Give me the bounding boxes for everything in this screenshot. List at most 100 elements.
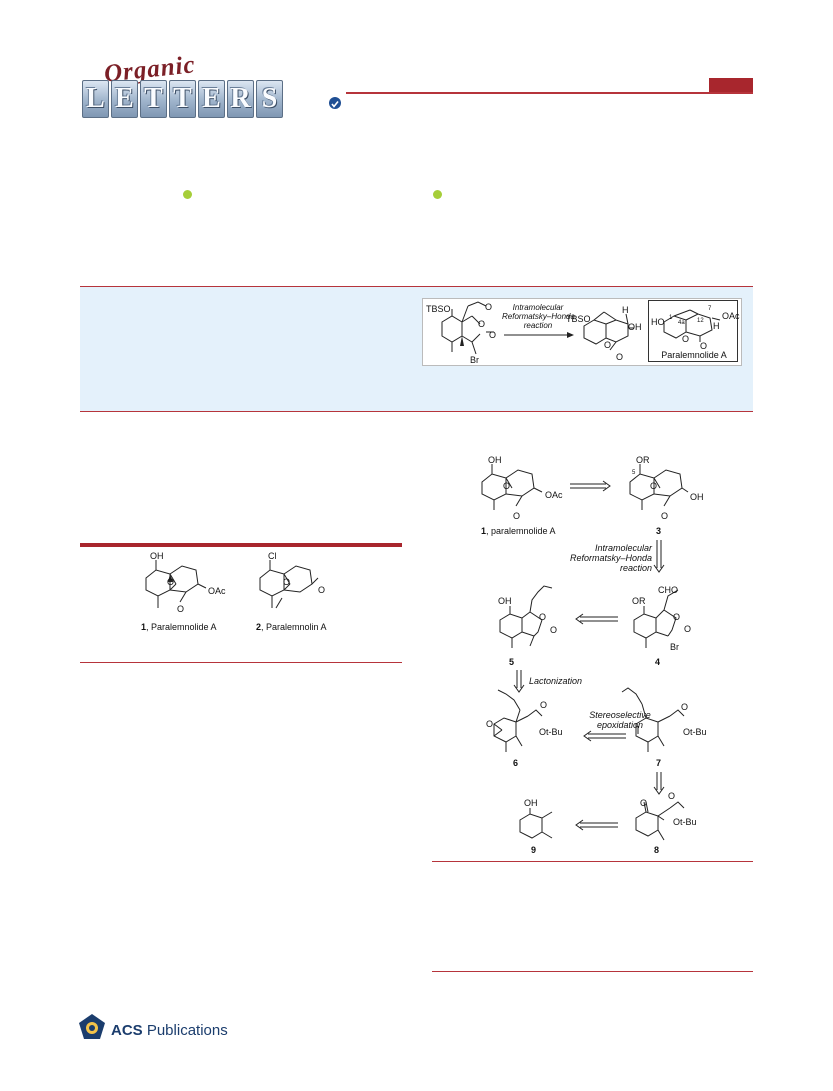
scheme-c1-number: 1 bbox=[481, 526, 487, 536]
scheme-c9-number: 9 bbox=[531, 845, 537, 855]
toc-target-locant: 1 bbox=[669, 315, 673, 321]
toc-product-h-label: H bbox=[622, 305, 629, 315]
toc-target-locant: 12 bbox=[697, 318, 704, 324]
scheme-compound-1-structure bbox=[481, 464, 543, 510]
logo-tile: R bbox=[227, 80, 254, 118]
toc-reactant-carbonyl-o: O bbox=[489, 330, 497, 340]
scheme-step1-text-2: Reformatsky–Honda bbox=[569, 553, 652, 563]
toc-arrow-text-2: Reformatsky–Honda bbox=[502, 312, 575, 321]
scheme-compound-7-structure bbox=[621, 687, 685, 752]
logo-tile: E bbox=[198, 80, 225, 118]
scheme-c5-ring-o: O bbox=[539, 612, 547, 622]
scheme-c4-cho: CHO bbox=[658, 585, 678, 595]
retrosynthetic-arrow bbox=[653, 772, 665, 795]
retrosynthetic-arrow bbox=[513, 670, 525, 693]
abstract-top-rule bbox=[80, 286, 753, 287]
orcid-icon[interactable] bbox=[183, 190, 192, 199]
figure1-bottom-rule bbox=[80, 662, 402, 663]
scheme-c1-oac: OAc bbox=[545, 490, 563, 500]
scheme-c4-or: OR bbox=[632, 596, 646, 606]
logo-tile: S bbox=[256, 80, 283, 118]
logo-tile: T bbox=[140, 80, 167, 118]
figure1-c1-oh: OH bbox=[150, 551, 164, 561]
figure1-c1-ketone-o: O bbox=[177, 604, 185, 614]
toc-reaction-arrow bbox=[504, 332, 574, 338]
scheme-step1-text-3: reaction bbox=[619, 563, 652, 573]
scheme-c7-ester-o: O bbox=[681, 702, 689, 712]
logo-tile: T bbox=[169, 80, 196, 118]
toc-arrow-text-1: Intramolecular bbox=[512, 303, 564, 312]
figure1-c2-name: , Paralemnolin A bbox=[261, 622, 327, 632]
acs-logo-icon bbox=[79, 1014, 105, 1039]
toc-target-box bbox=[648, 300, 738, 362]
scheme-c1-ketone-o: O bbox=[513, 511, 521, 521]
scheme-step2-text: Lactonization bbox=[529, 676, 583, 686]
retrosynthetic-arrow bbox=[570, 480, 611, 492]
toc-target-ho-label: HO bbox=[651, 317, 665, 327]
figure1-c2-number: 2 bbox=[256, 622, 262, 632]
scheme-c4-br: Br bbox=[670, 642, 679, 652]
toc-target-locant: 4a bbox=[678, 320, 685, 326]
toc-target-oac-label: OAc bbox=[722, 311, 740, 321]
scheme-c1-caption: 1, paralemnolide A bbox=[481, 526, 556, 536]
scheme-step3-text-2: epoxidation bbox=[596, 720, 644, 730]
toc-target-structure bbox=[663, 309, 721, 342]
publisher-suffix: Publications bbox=[142, 1022, 228, 1039]
scheme-compound-3-structure bbox=[629, 464, 689, 510]
toc-product-structure bbox=[583, 311, 634, 351]
logo-tile: E bbox=[111, 80, 138, 118]
toc-reactant-ring-o: O bbox=[478, 319, 486, 329]
scheme-c8-ketone-o: O bbox=[640, 798, 648, 808]
figure1-c1-caption: 1, Paralemnolide A bbox=[141, 622, 217, 632]
scheme-c4-number: 4 bbox=[655, 657, 661, 667]
toc-arrow-text-3: reaction bbox=[523, 321, 553, 330]
scheme-step1-text-1: Intramolecular bbox=[594, 543, 652, 553]
toc-target-carbonyl-o: O bbox=[700, 341, 708, 351]
retrosynthetic-arrow bbox=[653, 540, 665, 573]
figure1-c1-bridge-o: O bbox=[167, 577, 175, 587]
retrosynthetic-arrow bbox=[575, 613, 618, 625]
toc-target-name: Paralemnolide A bbox=[661, 350, 727, 360]
toc-reactant-structure bbox=[441, 301, 494, 355]
scheme-c8-otbu: Ot-Bu bbox=[673, 817, 697, 827]
figure1-c1-oac: OAc bbox=[208, 586, 226, 596]
publisher-logo-text[interactable]: ACS Publications bbox=[111, 1022, 228, 1039]
scheme-c3-locant: 5 bbox=[632, 470, 636, 476]
scheme-c3-bridge-o: O bbox=[650, 481, 658, 491]
scheme-compound-6-structure bbox=[493, 689, 543, 752]
abstract-bottom-rule bbox=[80, 411, 753, 412]
scheme-compound-9-structure bbox=[519, 808, 553, 839]
scheme-c3-ketone-o: O bbox=[661, 511, 669, 521]
toc-product-ring-o: O bbox=[604, 340, 612, 350]
journal-logo-tiles: L E T T E R S bbox=[82, 80, 283, 120]
toc-reactant-tbso-label: TBSO bbox=[426, 304, 451, 314]
scheme-c3-oh: OH bbox=[690, 492, 704, 502]
scheme-c3-or: OR bbox=[636, 455, 650, 465]
figure1-c2-caption: 2, Paralemnolin A bbox=[256, 622, 327, 632]
scheme-c4-ketone-o: O bbox=[684, 624, 692, 634]
orcid-icon[interactable] bbox=[433, 190, 442, 199]
figure1-compound-2-structure bbox=[259, 560, 319, 609]
figure1-c2-cl: Cl bbox=[268, 551, 277, 561]
scheme-compound-4-structure bbox=[633, 589, 679, 648]
retrosynthetic-arrow bbox=[575, 819, 618, 831]
logo-tile: L bbox=[82, 80, 109, 118]
scheme-c6-epoxide-o: O bbox=[486, 719, 494, 729]
publisher-acs: ACS bbox=[111, 1022, 143, 1039]
figure1-c1-name: , Paralemnolide A bbox=[146, 622, 217, 632]
toc-product-carbonyl-o: O bbox=[616, 352, 624, 362]
scheme-c5-ketone-o: O bbox=[550, 625, 558, 635]
scheme-c1-oh: OH bbox=[488, 455, 502, 465]
toc-reactant-aldehyde-o: O bbox=[485, 302, 493, 312]
toc-product-oh-label: OH bbox=[628, 322, 642, 332]
scheme-bottom-rule bbox=[432, 971, 753, 972]
scheme-c8-ester-o: O bbox=[668, 791, 676, 801]
scheme-c6-ester-o: O bbox=[540, 700, 548, 710]
figure1-top-rule bbox=[80, 543, 402, 547]
toc-target-ring-o: O bbox=[682, 334, 690, 344]
scheme-c1-bridge-o: O bbox=[503, 481, 511, 491]
scheme-c5-oh: OH bbox=[498, 596, 512, 606]
scheme-bottom-rule bbox=[432, 861, 753, 862]
toc-target-h-label: H bbox=[713, 321, 720, 331]
scheme-c6-number: 6 bbox=[513, 758, 519, 768]
